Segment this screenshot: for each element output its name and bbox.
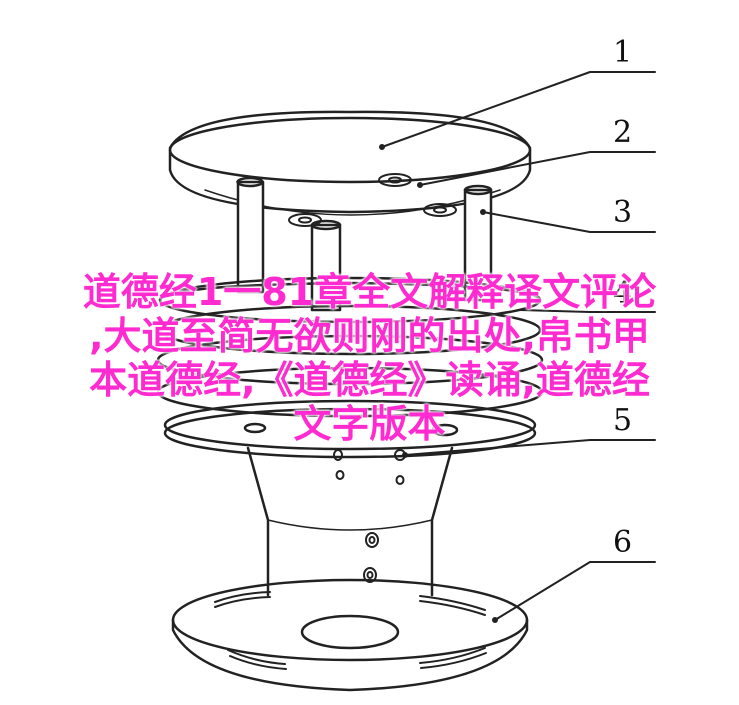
overlay-line-1: 道德经1一81章全文解释译文评论 [82, 270, 657, 314]
shield-plates [156, 276, 544, 418]
callout-5: 5 [613, 403, 632, 438]
callout-4: 4 [613, 276, 632, 311]
overlay-line-3: 本道德经,《道德经》读诵,道德经 [89, 358, 650, 402]
support-pillars [236, 176, 493, 312]
callout-2: 2 [613, 115, 632, 150]
leader-dots [379, 144, 498, 623]
leader-lines [381, 71, 656, 621]
callout-1: 1 [613, 35, 632, 70]
top-cap [168, 110, 532, 216]
flange-ring [163, 399, 537, 459]
callout-6: 6 [613, 525, 632, 560]
watermark-overlay-text: 道德经1一81章全文解释译文评论 ,大道至简无欲则刚的出处,帛书甲 本道德经,《… [0, 270, 739, 446]
lower-housing [246, 446, 454, 597]
callout-3: 3 [613, 195, 632, 230]
overlay-line-2: ,大道至简无欲则刚的出处,帛书甲 [89, 314, 650, 358]
base-plate [171, 578, 529, 692]
overlay-line-4: 文字版本 [293, 402, 446, 446]
